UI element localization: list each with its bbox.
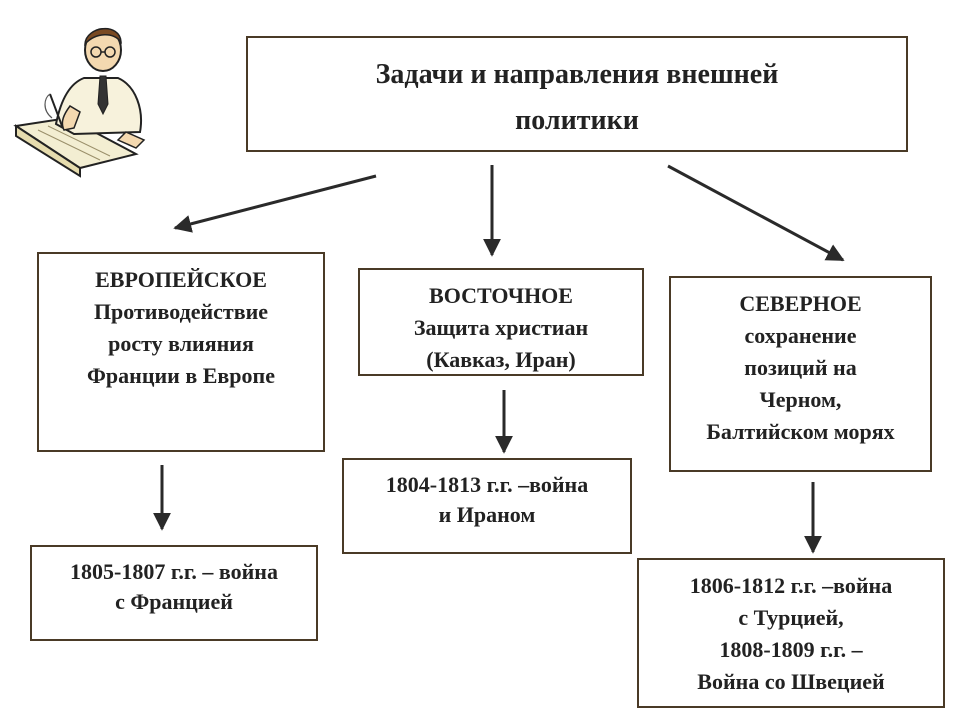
arrow-title-to-europe (173, 174, 377, 233)
war-iran-box: 1804-1813 г.г. –война и Ираном (342, 458, 632, 554)
direction-north-line: позиций на (744, 355, 857, 380)
direction-europe-heading: ЕВРОПЕЙСКОЕ (95, 267, 267, 292)
war-iran-line: 1804-1813 г.г. –война (385, 472, 589, 497)
war-france-box: 1805-1807 г.г. – война с Францией (30, 545, 318, 641)
direction-europe-box: ЕВРОПЕЙСКОЕ Противодействие росту влияни… (37, 252, 325, 452)
direction-east-box: ВОСТОЧНОЕ Защита христиан (Кавказ, Иран) (358, 268, 644, 376)
direction-north-heading: СЕВЕРНОЕ (739, 291, 862, 316)
war-france-line: с Францией (115, 589, 233, 614)
title-line-1: Задачи и направления внешней (375, 59, 779, 90)
direction-east-line: (Кавказ, Иран) (426, 347, 576, 372)
war-north-box: 1806-1812 г.г. –война с Турцией, 1808-18… (637, 558, 945, 708)
direction-north-line: Черном, (759, 387, 842, 412)
war-north-line: Война со Швецией (697, 669, 885, 694)
direction-east-heading: ВОСТОЧНОЕ (429, 283, 573, 308)
arrow-title-to-north (667, 164, 845, 262)
war-iran-line: и Ираном (438, 502, 536, 527)
direction-europe-line: Франции в Европе (87, 363, 275, 388)
war-north-line: 1806-1812 г.г. –война (689, 573, 893, 598)
war-france-line: 1805-1807 г.г. – война (70, 559, 278, 584)
direction-north-box: СЕВЕРНОЕ сохранение позиций на Черном, Б… (669, 276, 932, 472)
title-line-2: политики (515, 105, 639, 136)
war-north-line: 1808-1809 г.г. – (719, 637, 863, 662)
direction-north-line: Балтийском морях (706, 419, 895, 444)
direction-east-line: Защита христиан (413, 315, 589, 340)
direction-north-line: сохранение (744, 323, 857, 348)
title-box: Задачи и направления внешней политики (246, 36, 908, 152)
direction-europe-line: росту влияния (108, 331, 254, 356)
war-north-line: с Турцией, (738, 605, 844, 630)
direction-europe-line: Противодействие (93, 299, 269, 324)
writing-clerk-icon (13, 27, 146, 178)
